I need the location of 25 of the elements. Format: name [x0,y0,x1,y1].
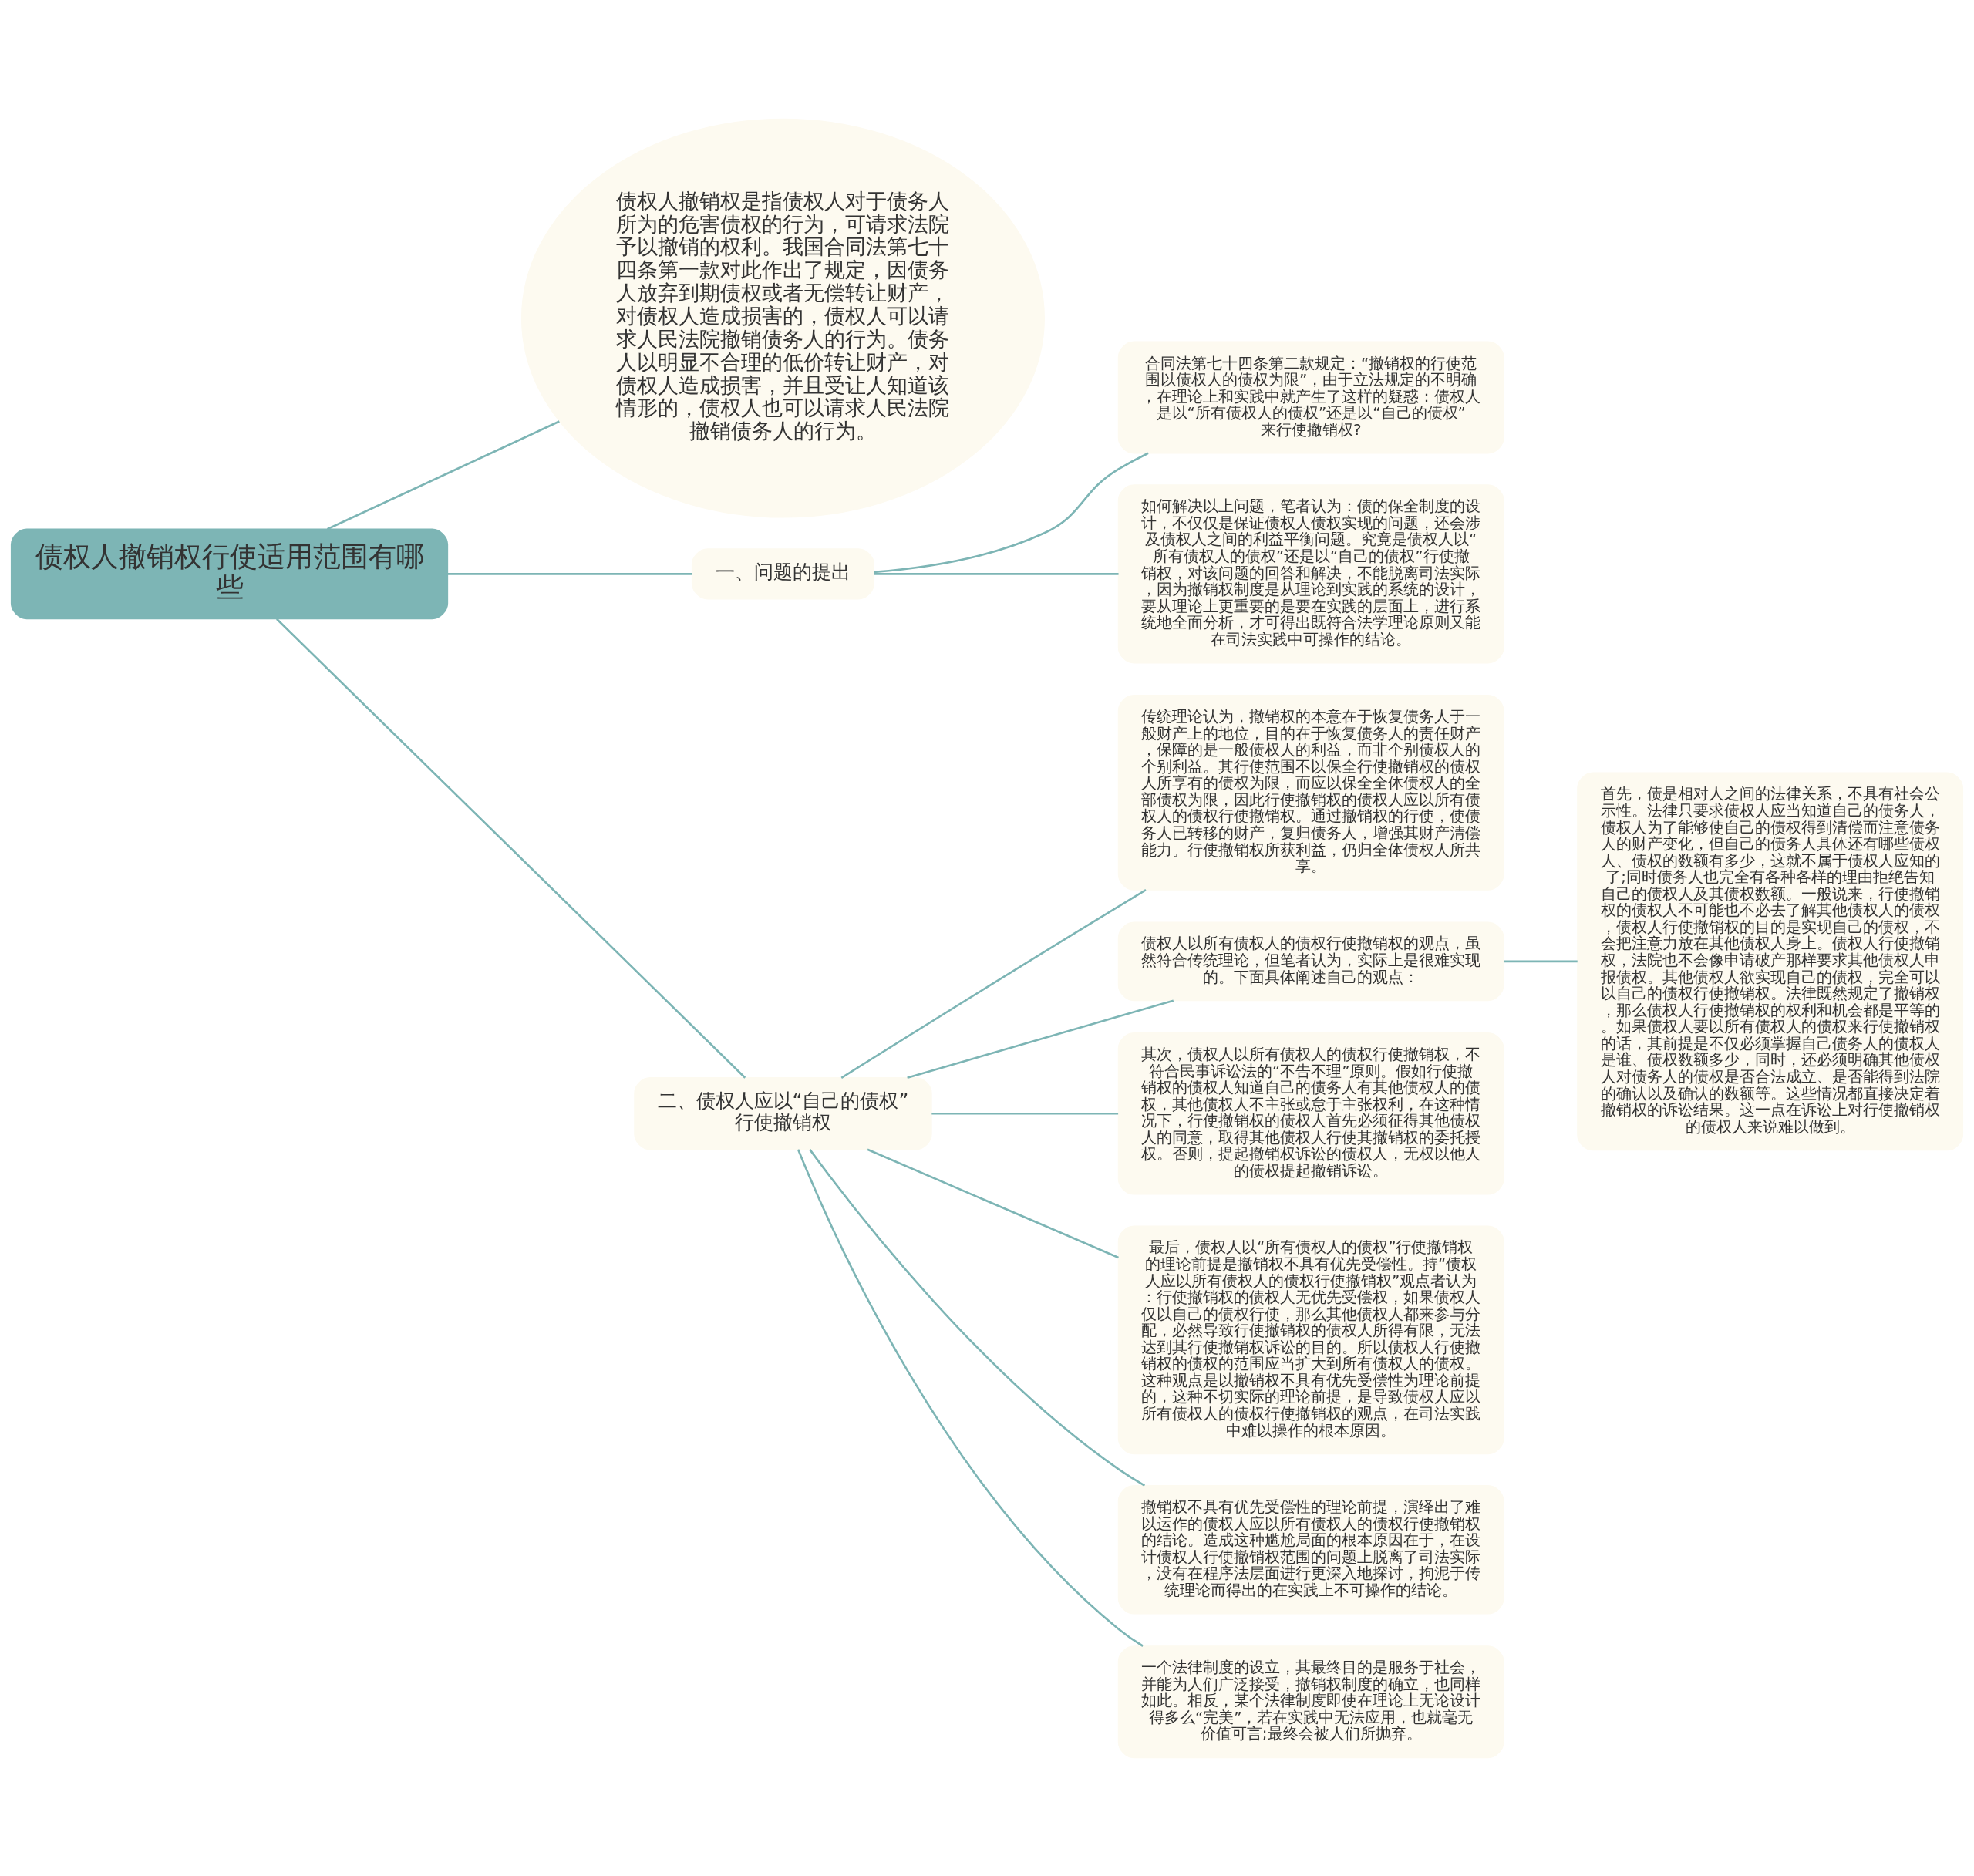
node-box: 合同法第七十四条第二款规定：“撤销权的行使范围以债权人的债权为限”，由于立法规定的不明确，在理论上和实践中就产生了这样的疑惑：债权人是以“所有债权人的债权”还是以“自己的债权”来行使撤销权? [1117,341,1504,453]
connector [907,999,1174,1079]
node-box: 撤销权不具有优先受偿性的理论前提，演绎出了难以运作的债权人应以所有债权人的债权行使撤销权的结论。造成这种尴尬局面的根本原因在于，在设计债权人行使撤销权范围的问题上脱离了司法实际，没有在程序法层面进行更深入地探讨，拘泥于传统理论而得出的在实践上不可操作的结论。 [1117,1484,1504,1615]
node-box: 一、问题的提出 [691,547,875,600]
node-box: 一个法律制度的设立，其最终目的是服务于社会，并能为人们广泛接受，撤销权制度的确立，也同样如此。相反，某个法律制度即使在理论上无论设计得多么“完美”，若在实践中无法应用，也就毫无价值可言;最终会被人们所抛弃。 [1117,1645,1504,1758]
connector [867,1148,1119,1258]
node-box: 传统理论认为，撤销权的本意在于恢复债务人于一般财产上的地位，目的在于恢复债务人的责任财产，保障的是一般债权人的利益，而非个别债权人的个别利益。其行使范围不以保全行使撤销权的债权人所享有的债权为限，而应以保全全体债权人的全部债权为限，因此行使撤销权的债权人应以所有债权人的债权行使撤销权。通过撤销权的行使，使债务人已转移的财产，复归债务人，增强其财产清偿能力。行使撤销权所获利益，仍归全体债权人所共享。 [1117,694,1504,891]
connector [797,1148,1144,1647]
node-box: 其次，债权人以所有债权人的债权行使撤销权，不符合民事诉讼法的“不告不理”原则。假如行使撤销权的债权人知道自己的债务人有其他债权人的债权，其他债权人不主张或怠于主张权利，在这种情况下，行使撤销权的债权人首先必须征得其他债权人的同意，取得其他债权人行使其撤销权的委托授权。否则，提起撤销权诉讼的债权人，无权以他人的债权提起撤销诉讼。 [1117,1032,1504,1195]
connector [447,572,692,575]
node-box: 最后，债权人以“所有债权人的债权”行使撤销权的理论前提是撤销权不具有优先受偿性。持“债权人应以所有债权人的债权行使撤销权”观点者认为：行使撤销权的债权人无优先受偿权，如果债权人仅以自己的债权行使，那么其他债权人都来参与分配，必然导致行使撤销权的债权人所得有限，无法达到其行使撤销权诉讼的目的。所以债权人行使撤销权的债权的范围应当扩大到所有债权人的债权。这种观点是以撤销权不具有优先受偿性为理论前提的，这种不切实际的理论前提，是导致债权人应以所有债权人的债权行使撤销权的观点，在司法实践中难以操作的根本原因。 [1117,1224,1504,1454]
connector [1503,960,1578,962]
connector [840,888,1147,1079]
connector [809,1148,1146,1487]
connector [275,618,746,1079]
connector [874,452,1149,573]
node-box: 债权人撤销权行使适用范围有哪些 [10,527,449,619]
node-box: 债权人以所有债权人的债权行使撤销权的观点，虽然符合传统理论，但笔者认为，实际上是很难实现的。下面具体阐述自己的观点： [1117,921,1504,1001]
connector [326,419,560,530]
connector [874,572,1119,575]
connector [931,1112,1119,1115]
node-box: 首先，债是相对人之间的法律关系，不具有社会公示性。法律只要求债权人应当知道自己的债务人，债权人为了能够使自己的债权得到清偿而注意债务人的财产变化，但自己的债务人具体还有哪些债权人、债权的数额有多少，这就不属于债权人应知的了;同时债务人也完全有各种各样的理由拒绝告知自己的债权人及其债权数额。一般说来，行使撤销权的债权人不可能也不必去了解其他债权人的债权，债权人行使撤销权的目的是实现自己的债权，不会把注意力放在其他债权人身上。债权人行使撤销权，法院也不会像申请破产那样要求其他债权人申报债权。其他债权人欲实现自己的债权，完全可以以自己的债权行使撤销权。法律既然规定了撤销权，那么债权人行使撤销权的权利和机会都是平等的。如果债权人要以所有债权人的债权来行使撤销权的话，其前提是不仅必须掌握自己债务人的债权人是谁、债权数额多少，同时，还必须明确其他债权人对债务人的债权是否合法成立、是否能得到法院的确认以及确认的数额等。这些情况都直接决定着撤销权的诉讼结果。这一点在诉讼上对行使撤销权的债权人来说难以做到。 [1577,771,1964,1150]
node-box: 二、债权人应以“自己的债权”行使撤销权 [634,1076,932,1150]
node-ellipse: 债权人撤销权是指债权人对于债务人所为的危害债权的行为，可请求法院予以撤销的权利。我国合同法第七十四条第一款对此作出了规定，因债务人放弃到期债权或者无偿转让财产，对债权人造成损害的，债权人可以请求人民法院撤销债务人的行为。债务人以明显不合理的低价转让财产，对债权人造成损害，并且受让人知道该情形的，债权人也可以请求人民法院撤销债务人的行为。 [520,118,1045,518]
node-box: 如何解决以上问题，笔者认为：债的保全制度的设计，不仅仅是保证债权人债权实现的问题，还会涉及债权人之间的利益平衡问题。究竟是债权人以“所有债权人的债权”还是以“自己的债权”行使撤销权，对该问题的回答和解决，不能脱离司法实际，因为撤销权制度是从理论到实践的系统的设计，要从理论上更重要的是要在实践的层面上，进行系统地全面分析，才可得出既符合法学理论原则又能在司法实践中可操作的结论。 [1117,483,1504,663]
